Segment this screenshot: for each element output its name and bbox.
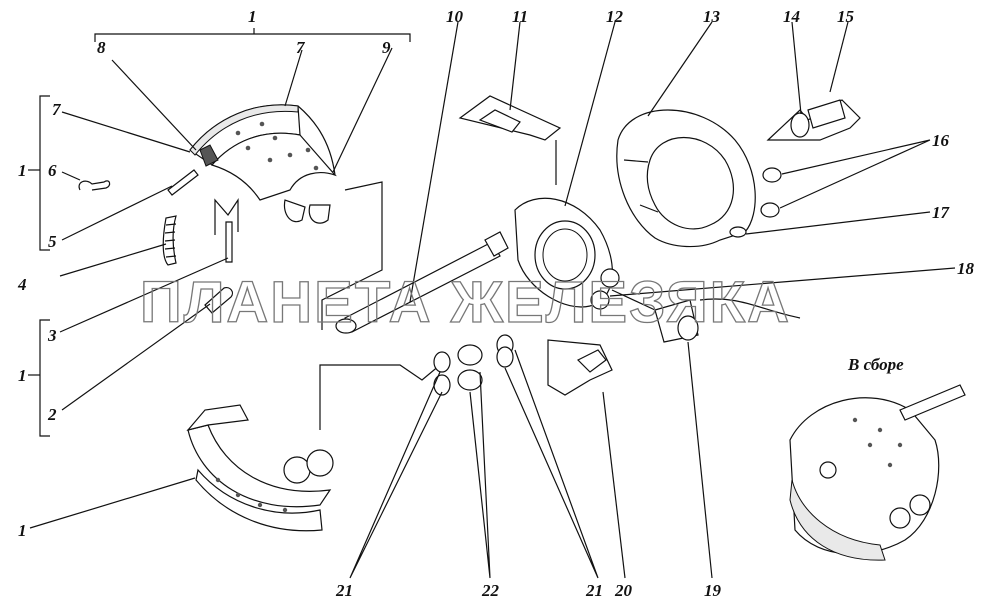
sensor-19 <box>611 289 801 343</box>
label-20: 20 <box>614 581 633 600</box>
label-22: 22 <box>481 581 500 600</box>
label-16: 16 <box>932 131 950 150</box>
leader-lines <box>28 21 956 579</box>
watermark: ПЛАНЕТА ЖЕЛЕЗЯКА <box>140 270 791 335</box>
label-9: 9 <box>382 38 391 57</box>
label-15: 15 <box>837 7 855 26</box>
label-18: 18 <box>957 259 975 278</box>
label-6: 6 <box>48 161 57 180</box>
label-21-left: 21 <box>335 581 353 600</box>
caption-assembled: В сборе <box>847 355 904 374</box>
bushings <box>433 334 514 396</box>
left-parts <box>78 169 239 314</box>
label-1-bottom: 1 <box>18 521 27 540</box>
label-19: 19 <box>704 581 722 600</box>
label-1-side-a: 1 <box>18 161 27 180</box>
brake-shoe-upper <box>189 104 337 224</box>
bracket-12 <box>514 197 620 310</box>
label-12: 12 <box>606 7 624 26</box>
label-13: 13 <box>703 7 721 26</box>
brake-shoe-lower <box>186 404 334 532</box>
label-1-side-b: 1 <box>18 366 27 385</box>
part-labels: 1 8 7 9 7 1 6 5 4 3 1 2 1 10 11 12 13 14… <box>17 7 975 600</box>
label-2: 2 <box>47 405 57 424</box>
label-14: 14 <box>783 7 800 26</box>
label-8: 8 <box>97 38 106 57</box>
assembly-1-top-bracket <box>94 28 411 42</box>
label-17: 17 <box>932 203 951 222</box>
label-11: 11 <box>512 7 528 26</box>
label-4: 4 <box>17 275 27 294</box>
label-3: 3 <box>47 326 57 345</box>
grease-fittings <box>458 95 613 396</box>
label-1-top: 1 <box>248 7 257 26</box>
label-21-right: 21 <box>585 581 603 600</box>
label-5: 5 <box>48 232 57 251</box>
bolt-group <box>760 99 861 218</box>
assembled-view <box>789 384 966 561</box>
label-7-top: 7 <box>296 38 306 57</box>
dust-shield-13 <box>616 109 756 248</box>
label-7-left: 7 <box>52 100 62 119</box>
camshaft-10 <box>319 181 509 430</box>
label-10: 10 <box>446 7 464 26</box>
